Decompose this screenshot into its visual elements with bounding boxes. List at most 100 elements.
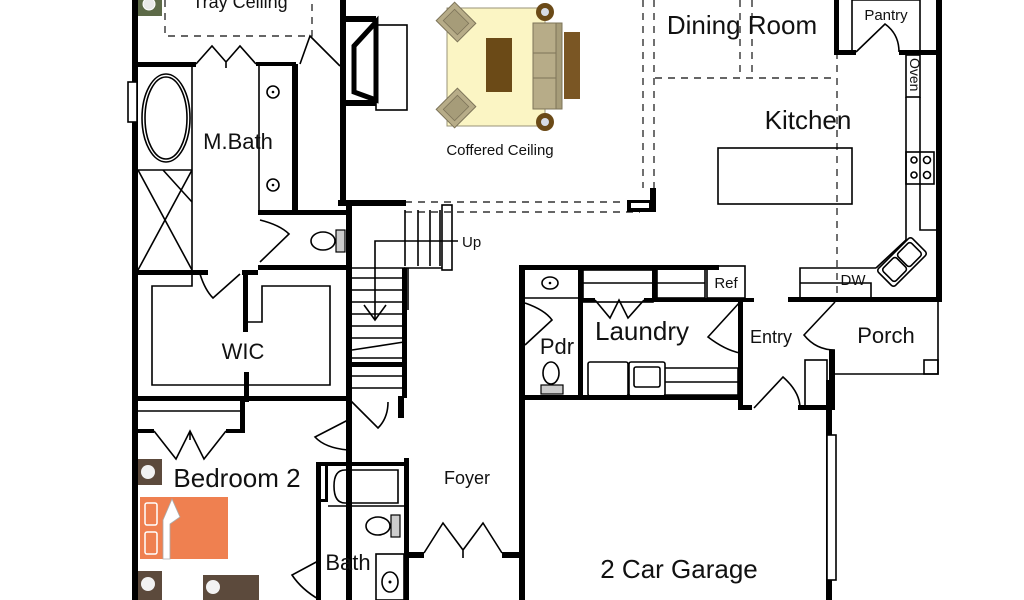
door-pantry[interactable] xyxy=(855,22,900,53)
cooktop xyxy=(905,151,935,185)
door-laundry-entry[interactable] xyxy=(706,301,741,354)
oven xyxy=(905,54,921,98)
fireplace-firebox xyxy=(351,15,379,104)
pillow xyxy=(144,531,158,555)
wall-segment xyxy=(583,298,595,302)
end-table-top xyxy=(536,3,554,21)
double-door-laundry[interactable] xyxy=(594,298,645,320)
label-coffered-ceiling: Coffered Ceiling xyxy=(446,142,553,159)
walk-in-closet: WIC xyxy=(138,270,348,402)
wall-fireplace xyxy=(340,0,346,200)
sink-pdr xyxy=(541,276,559,290)
label-garage: 2 Car Garage xyxy=(600,554,758,584)
wall-segment xyxy=(834,50,856,55)
bathtub-inner xyxy=(144,76,188,160)
sofa-back xyxy=(555,22,563,110)
wall-segment xyxy=(899,50,939,55)
label-kitchen: Kitchen xyxy=(765,105,852,135)
lamp-icon xyxy=(206,580,220,594)
wall-segment xyxy=(519,265,719,270)
wall-cut xyxy=(321,465,325,499)
counter-edge xyxy=(799,267,876,298)
double-door-mbath[interactable] xyxy=(195,44,257,68)
wall-segment xyxy=(243,272,248,332)
label-foyer: Foyer xyxy=(444,468,490,488)
wall-segment xyxy=(240,396,245,432)
label-bedroom-2: Bedroom 2 xyxy=(173,463,300,493)
armchair-seat xyxy=(442,94,470,122)
dishwasher xyxy=(800,282,872,298)
toilet-room xyxy=(258,200,406,600)
wall-segment xyxy=(519,265,525,600)
door-toilet[interactable] xyxy=(259,219,291,263)
washer xyxy=(587,361,629,397)
toilet-bowl xyxy=(542,361,560,385)
hall-bath: Bath xyxy=(290,458,409,600)
fireplace-part xyxy=(346,100,376,106)
label-pantry: Pantry xyxy=(864,7,908,24)
lamp-icon xyxy=(541,118,549,126)
sink-drain xyxy=(271,90,275,94)
sink-bowl xyxy=(266,85,280,99)
wall-segment xyxy=(738,300,743,410)
label-dining-room: Dining Room xyxy=(667,10,817,40)
wall-segment xyxy=(242,270,258,275)
door-pdr[interactable] xyxy=(524,302,554,346)
console-table xyxy=(564,32,580,99)
wall-segment xyxy=(138,429,154,433)
door-master[interactable] xyxy=(299,34,341,67)
kitchen-sink xyxy=(876,236,928,288)
label-porch: Porch xyxy=(857,323,914,348)
toilet-tank xyxy=(335,229,346,253)
door-hall-bath[interactable] xyxy=(290,559,321,600)
wall-segment xyxy=(404,458,409,600)
door-wic[interactable] xyxy=(199,273,241,300)
lamp-icon xyxy=(142,0,156,11)
door-garage-entry[interactable] xyxy=(753,375,801,409)
burner-icon xyxy=(910,171,918,179)
east-exterior-wall xyxy=(936,0,942,302)
toilet-tank xyxy=(390,514,401,538)
wall-segment xyxy=(258,265,346,270)
vanity xyxy=(375,553,405,600)
sink-drain xyxy=(388,580,392,584)
closet-shelving xyxy=(151,272,331,386)
master-bath: M.Bath xyxy=(137,64,298,272)
front-double-door[interactable] xyxy=(423,521,503,558)
sink-drain xyxy=(548,281,552,285)
toilet-bowl xyxy=(365,516,391,536)
wall-segment xyxy=(316,462,321,600)
sink-bowl xyxy=(541,276,559,290)
sink-top xyxy=(266,85,280,99)
wall-segment xyxy=(398,396,404,418)
wall-segment xyxy=(256,62,296,66)
fireplace-part xyxy=(346,16,376,22)
door-bedroom-2[interactable] xyxy=(313,419,349,451)
label-entry: Entry xyxy=(750,327,792,347)
stair-break-line xyxy=(351,341,405,351)
door-porch[interactable] xyxy=(802,301,836,351)
shower-x xyxy=(162,169,193,203)
wall-segment xyxy=(244,372,249,402)
double-door-closet[interactable] xyxy=(153,429,227,461)
refrigerator xyxy=(706,265,746,299)
staircase: Up xyxy=(351,204,481,398)
sink-frame xyxy=(876,236,928,288)
tray-ceiling-outline xyxy=(164,0,313,37)
sink-bottom xyxy=(266,178,280,192)
sink-basin xyxy=(896,241,923,268)
window-west xyxy=(127,81,138,123)
fireplace xyxy=(346,15,408,111)
bed-sheet-fold xyxy=(162,498,181,560)
kitchen-counters: Oven DW Kitchen xyxy=(717,54,942,302)
wall-segment xyxy=(258,210,348,215)
label-bath: Bath xyxy=(325,550,370,575)
wall-segment xyxy=(352,362,404,367)
bed xyxy=(140,497,228,560)
dresser xyxy=(203,575,259,600)
wall-segment xyxy=(834,0,839,52)
armchair-top xyxy=(435,1,477,43)
door-hall-closet[interactable] xyxy=(349,399,389,430)
powder-room: Pdr xyxy=(519,265,719,397)
